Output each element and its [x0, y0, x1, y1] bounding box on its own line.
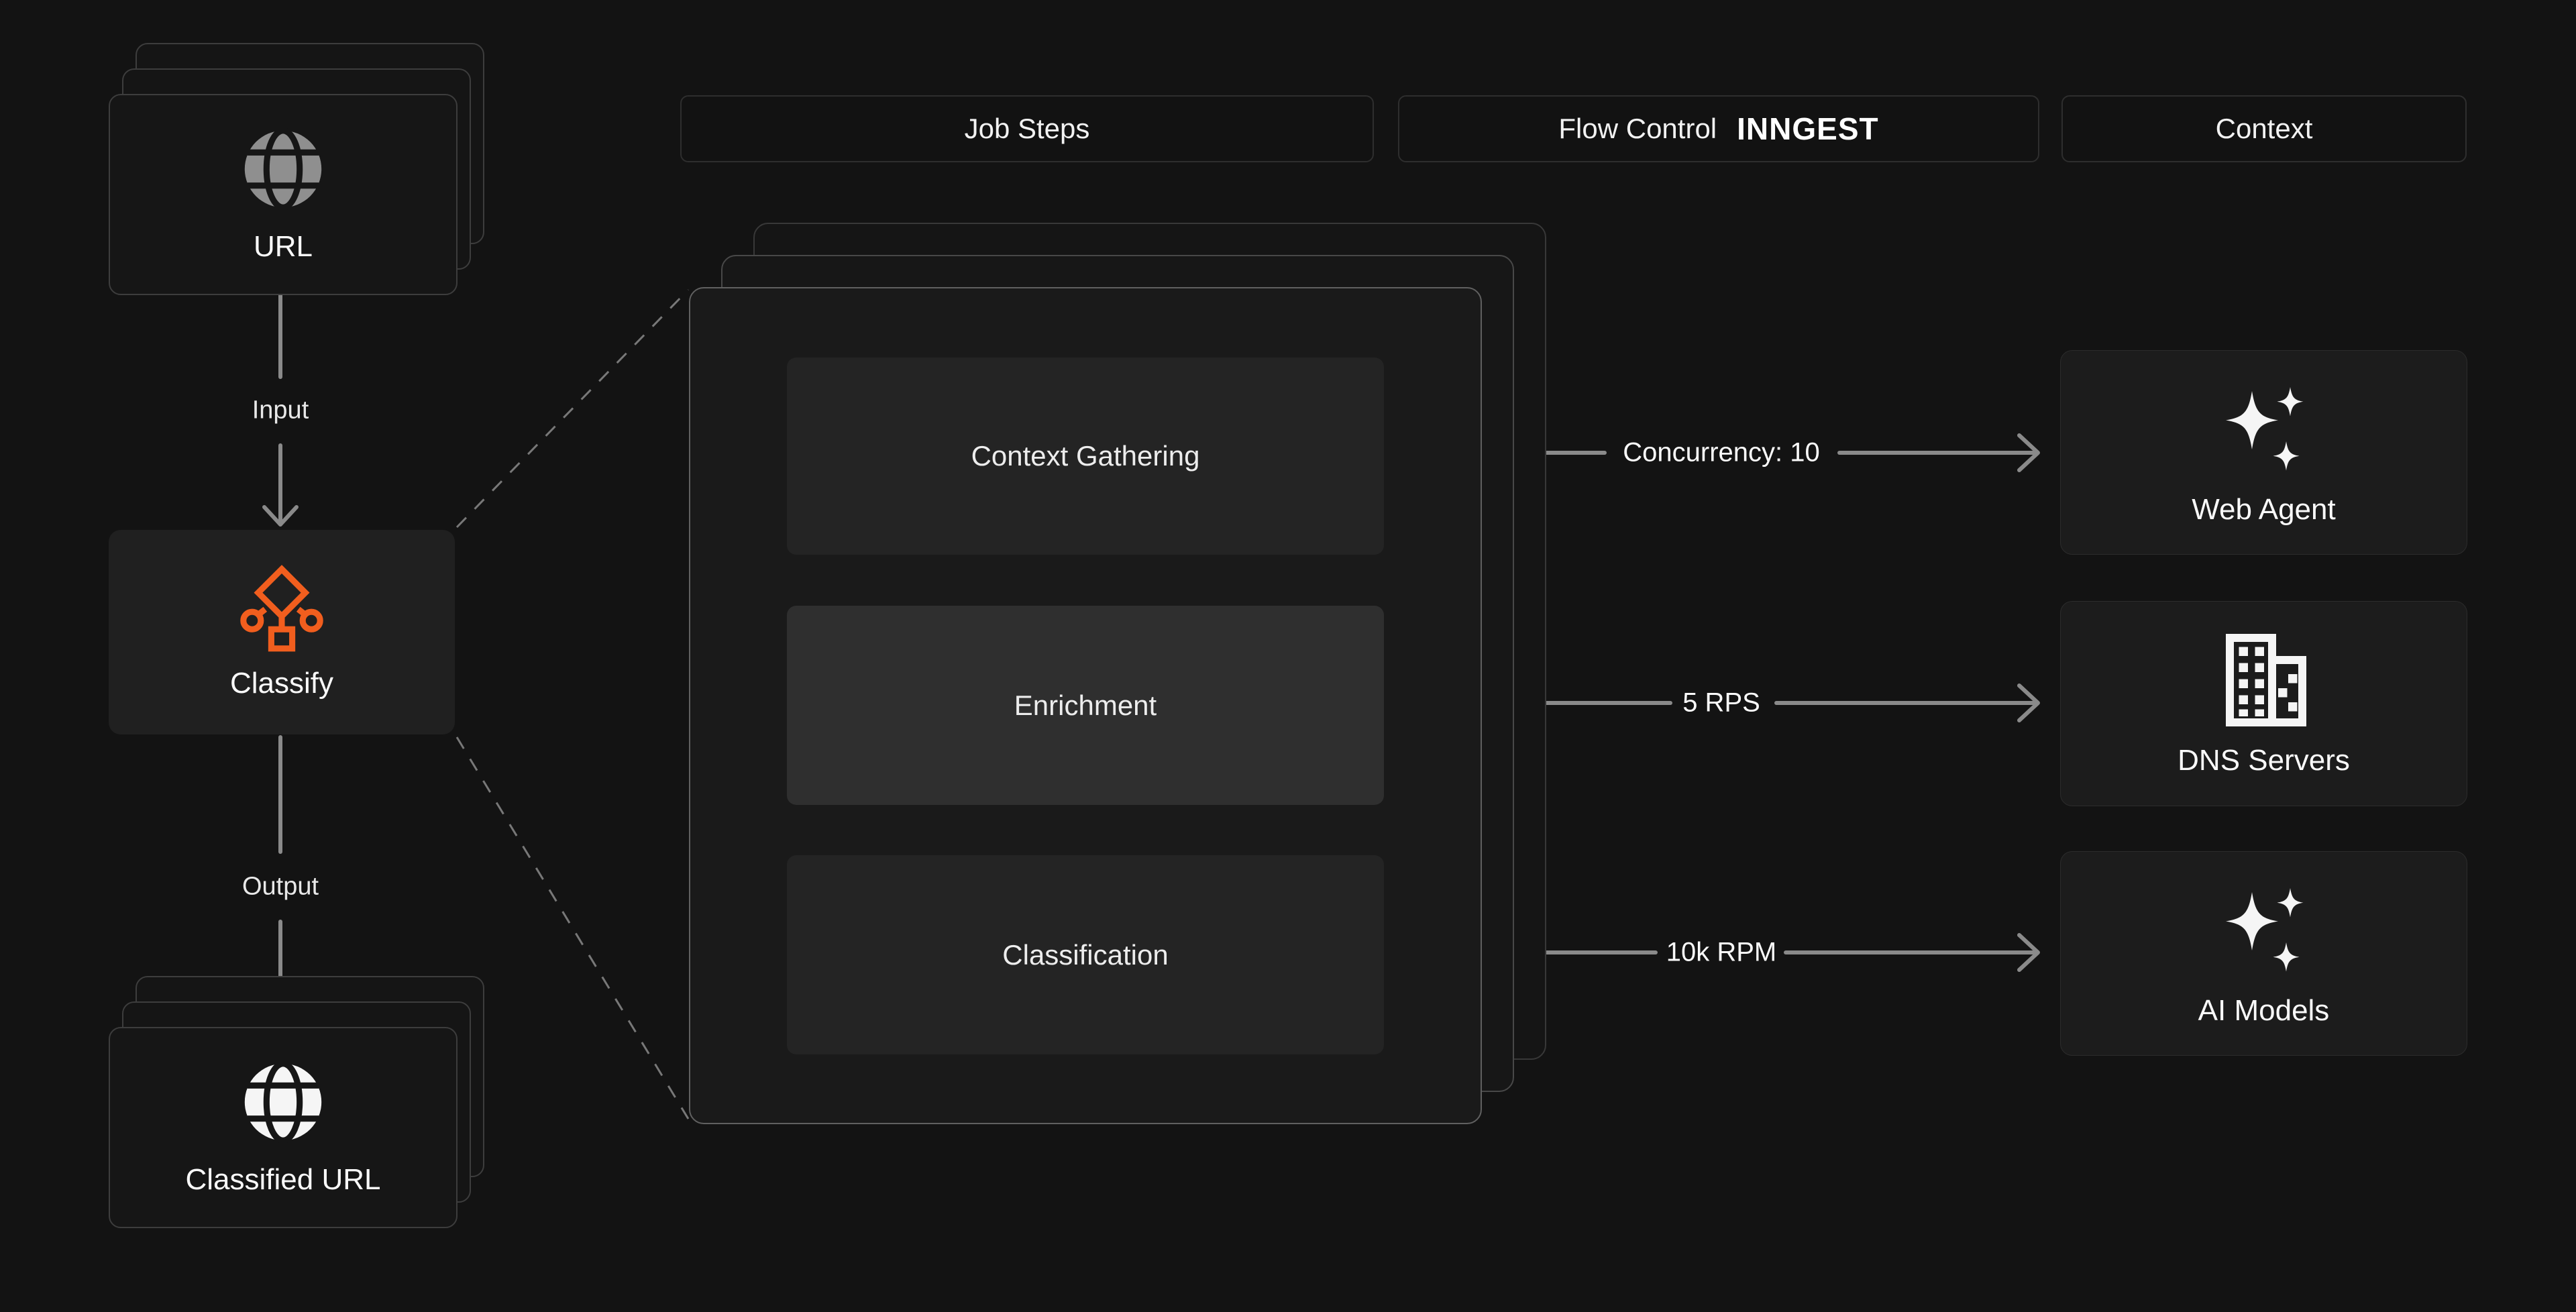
- rps-arrowhead-icon: [2017, 684, 2040, 722]
- ai-models-label: AI Models: [2198, 993, 2330, 1027]
- url-label: URL: [253, 230, 313, 263]
- header-context: Context: [2061, 95, 2467, 162]
- header-flow-control-label: Flow Control: [1558, 113, 1717, 144]
- input-arrowhead-icon: [262, 505, 299, 527]
- inngest-logo: INNGEST: [1737, 111, 1879, 146]
- sparkles-icon: [2225, 386, 2303, 470]
- job-panel: Context Gathering Enrichment Classificat…: [689, 287, 1482, 1124]
- header-job-steps: Job Steps: [680, 95, 1374, 162]
- header-context-label: Context: [2215, 113, 2313, 144]
- classify-label: Classify: [229, 666, 334, 700]
- url-stack-card: URL: [109, 94, 458, 295]
- classify-node: Classify: [109, 530, 455, 734]
- step-label: Enrichment: [1014, 689, 1157, 721]
- decision-tree-icon: [240, 564, 323, 651]
- step-context-gathering: Context Gathering: [787, 358, 1384, 555]
- globe-icon: [244, 127, 322, 211]
- step-classification: Classification: [787, 855, 1384, 1054]
- web-agent-label: Web Agent: [2192, 492, 2336, 526]
- header-job-steps-label: Job Steps: [964, 113, 1090, 144]
- step-enrichment: Enrichment: [787, 606, 1384, 805]
- sparkles-icon: [2225, 887, 2303, 971]
- classified-url-label: Classified URL: [185, 1163, 381, 1196]
- connection-label-rps: 5 RPS: [1682, 688, 1760, 718]
- zoom-dashed-line-bottom: [455, 736, 690, 1119]
- node-web-agent: Web Agent: [2060, 350, 2467, 555]
- input-flow-label: Input: [252, 396, 309, 425]
- node-ai-models: AI Models: [2060, 851, 2467, 1056]
- rpm-arrowhead-icon: [2017, 933, 2040, 972]
- dns-servers-label: DNS Servers: [2178, 744, 2350, 777]
- step-label: Context Gathering: [971, 440, 1200, 472]
- zoom-dashed-line-top: [455, 288, 690, 529]
- building-icon: [2225, 634, 2306, 726]
- connection-label-concurrency: Concurrency: 10: [1623, 437, 1820, 468]
- globe-icon: [244, 1060, 322, 1144]
- step-label: Classification: [1002, 938, 1169, 971]
- classified-url-stack-card: Classified URL: [109, 1027, 458, 1228]
- concurrency-arrowhead-icon: [2017, 433, 2040, 472]
- node-dns-servers: DNS Servers: [2060, 601, 2467, 806]
- connection-label-rpm: 10k RPM: [1666, 937, 1777, 967]
- header-flow-control: Flow Control INNGEST: [1398, 95, 2039, 162]
- output-flow-label: Output: [241, 872, 319, 901]
